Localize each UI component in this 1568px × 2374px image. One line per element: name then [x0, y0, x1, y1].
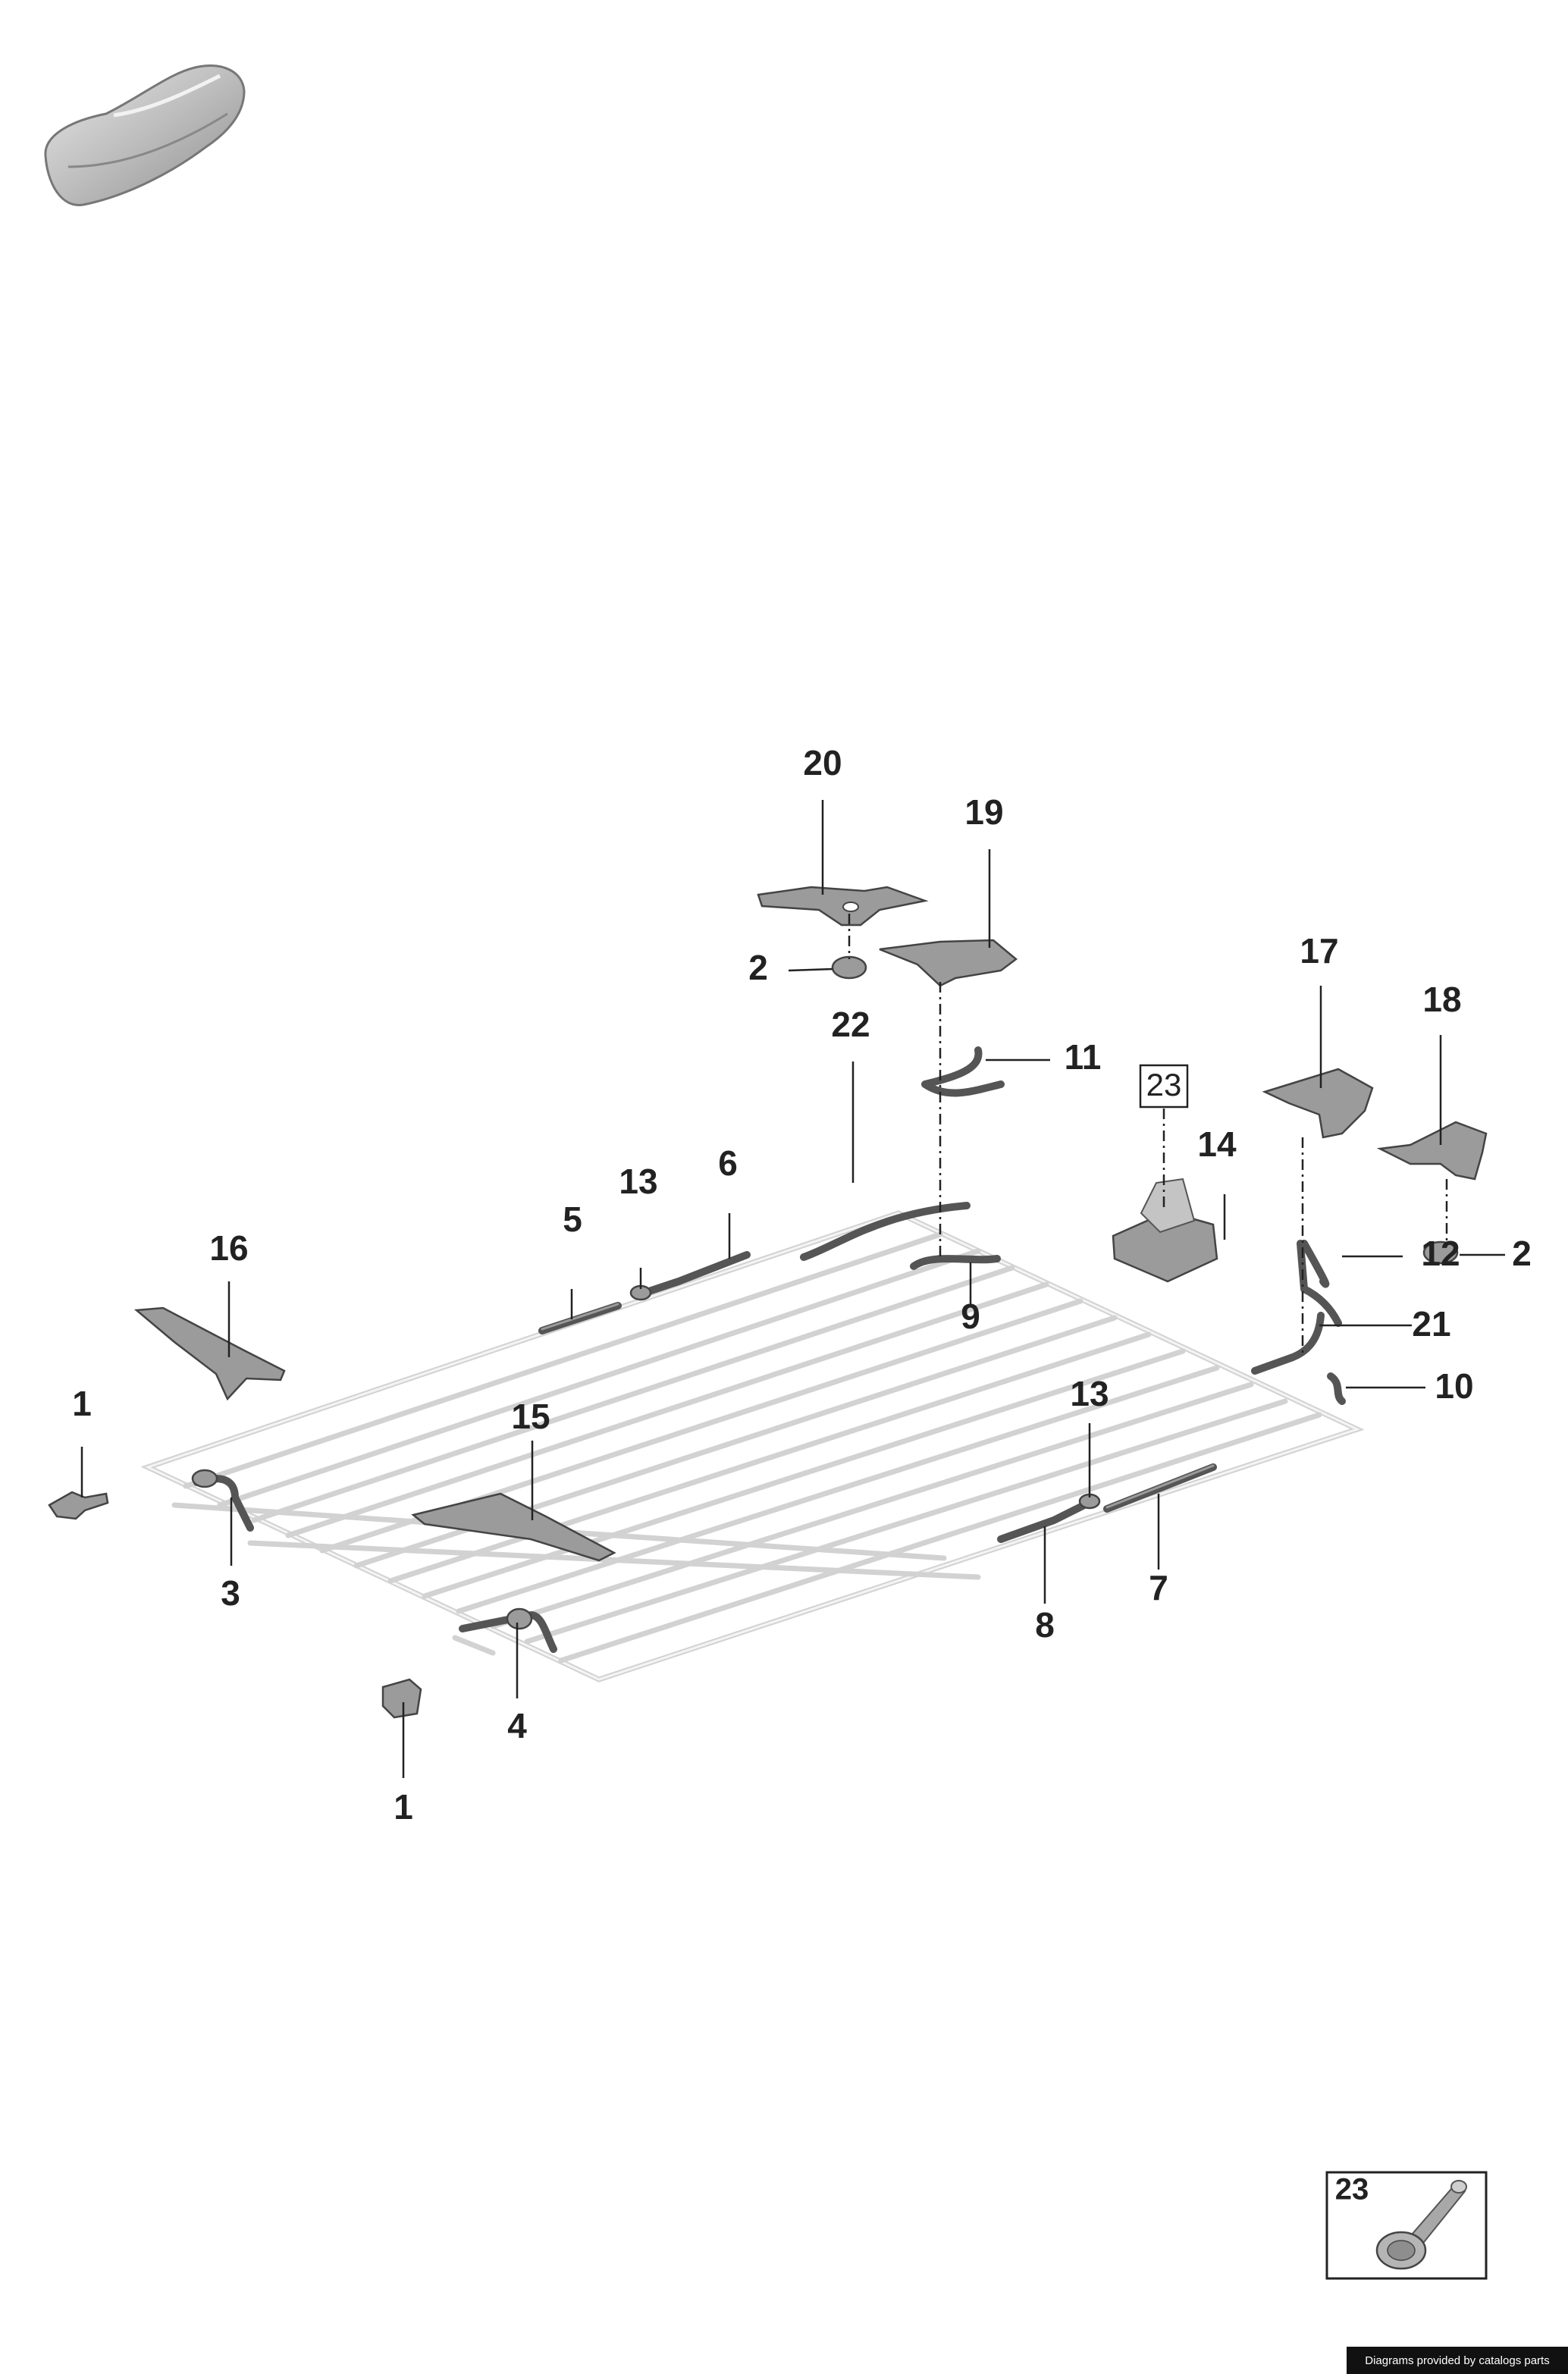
bracket-17 — [1262, 1068, 1374, 1139]
hose-8 — [997, 1501, 1088, 1543]
clip-1-upper — [48, 1491, 109, 1520]
hose-11 — [921, 1046, 1005, 1097]
inset-part-23: 23 — [1325, 2171, 1488, 2280]
callout-15: 15 — [511, 1397, 550, 1436]
hose-6 — [641, 1251, 751, 1297]
bracket-14 — [1112, 1178, 1218, 1283]
assembly-lines — [848, 914, 1448, 1357]
bracket-16 — [133, 1306, 286, 1401]
callout-2-right: 2 — [1512, 1234, 1532, 1273]
bracket-15 — [411, 1492, 616, 1562]
car-silhouette-icon — [44, 64, 246, 206]
callout-1-lower: 1 — [394, 1787, 413, 1827]
connector-3 — [191, 1469, 218, 1488]
bracket-19 — [879, 939, 1018, 987]
callout-3: 3 — [221, 1573, 240, 1613]
diagram-credit: Diagrams provided by catalogs parts — [1347, 2347, 1568, 2374]
callout-18: 18 — [1422, 980, 1461, 1019]
connector-2-left — [831, 955, 867, 980]
callout-1-upper: 1 — [72, 1384, 92, 1423]
callout-13-upper: 13 — [619, 1162, 657, 1201]
bolt-icon — [1375, 2180, 1467, 2270]
callout-13-lower: 13 — [1070, 1374, 1109, 1413]
callout-16: 16 — [209, 1228, 248, 1268]
callout-20: 20 — [803, 743, 842, 782]
callout-2-left: 2 — [748, 948, 768, 987]
callout-5: 5 — [563, 1200, 582, 1239]
callout-17: 17 — [1300, 931, 1338, 971]
hose-10 — [1327, 1372, 1346, 1405]
callout-19: 19 — [964, 792, 1003, 832]
cooling-tube-frame — [140, 1210, 1365, 1682]
hose-12 — [1297, 1240, 1342, 1327]
callout-labels: 1 1 2 2 3 4 5 6 7 8 9 10 11 12 13 13 14 … — [72, 743, 1532, 1827]
inset-callout-23: 23 — [1335, 2173, 1369, 2206]
bracket-20 — [757, 886, 929, 927]
clip-1-lower — [381, 1678, 422, 1719]
callout-7: 7 — [1149, 1568, 1168, 1607]
callout-12: 12 — [1421, 1234, 1460, 1273]
callout-8: 8 — [1035, 1605, 1055, 1645]
hose-5 — [538, 1302, 622, 1334]
callout-6: 6 — [718, 1143, 738, 1183]
hose-22 — [800, 1202, 971, 1261]
connector-4 — [506, 1607, 533, 1630]
bracket-18 — [1376, 1121, 1488, 1181]
callout-9: 9 — [961, 1297, 980, 1336]
callout-11: 11 — [1065, 1037, 1102, 1077]
leader-lines — [80, 800, 1505, 1778]
hoses — [193, 1046, 1346, 1653]
callout-4: 4 — [507, 1706, 527, 1745]
callout-10: 10 — [1435, 1366, 1473, 1406]
hose-21 — [1251, 1312, 1325, 1375]
callout-14: 14 — [1197, 1124, 1237, 1164]
boxed-callout-23: 23 — [1139, 1064, 1189, 1109]
hose-9 — [910, 1255, 1001, 1270]
boxed-callout-23-label: 23 — [1146, 1067, 1182, 1102]
callout-22: 22 — [831, 1005, 870, 1044]
connector-2-right — [1422, 1240, 1459, 1265]
callout-21: 21 — [1412, 1304, 1450, 1344]
hose-7 — [1103, 1463, 1217, 1513]
